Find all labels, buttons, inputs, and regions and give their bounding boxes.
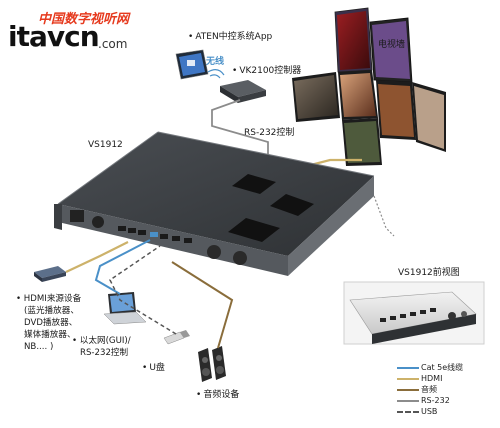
legend-swatch — [397, 411, 419, 413]
logo-tagline: 中国数字视听网 — [38, 12, 130, 27]
laptop-icon — [103, 292, 147, 325]
audio-line — [171, 261, 234, 349]
usb-drive-label: U盘 — [142, 363, 165, 374]
speaker-icon — [198, 346, 226, 382]
cat5e-line — [94, 239, 151, 295]
legend-label: RS-232 — [421, 396, 450, 405]
rs232-rack-line — [373, 195, 395, 237]
hdmi-source-line-4: 媒体播放器、 — [24, 330, 76, 340]
logo-suffix: .com — [98, 37, 128, 51]
legend-swatch — [397, 400, 419, 402]
tablet-icon — [175, 49, 209, 80]
vs1912-chassis — [54, 131, 375, 276]
hdmi-source-line-2: (蓝光播放器、 — [24, 306, 79, 316]
hdmi-input-line — [65, 241, 129, 273]
ethernet-label: • 以太网(GUI)/ RS-232控制 — [72, 335, 131, 359]
legend-item-hdmi: HDMI — [397, 373, 497, 384]
legend-label: 音频 — [421, 385, 437, 394]
video-wall-label: 电视墙 — [378, 40, 406, 50]
legend-item-usb: USB — [397, 406, 497, 417]
hdmi-source-label: • HDMI来源设备 (蓝光播放器、 DVD播放器、 媒体播放器、 NB....… — [16, 293, 81, 353]
app-label: ATEN中控系统App — [188, 32, 272, 43]
logo-wordmark: itavcn — [8, 20, 100, 53]
rs232-control-label: RS-232控制 — [244, 128, 295, 138]
legend-item-audio: 音频 — [397, 384, 497, 395]
legend-swatch — [397, 367, 419, 369]
ethernet-line-1: • 以太网(GUI)/ — [72, 336, 131, 346]
front-view-inset — [343, 281, 485, 345]
legend-swatch — [397, 378, 419, 380]
legend-swatch — [397, 389, 419, 391]
front-view-label: VS1912前视图 — [398, 268, 460, 278]
controller-device — [220, 80, 266, 103]
legend-item-cat5e: Cat 5e线缆 — [397, 362, 497, 373]
hdmi-source-device — [34, 266, 66, 282]
legend-item-rs232: RS-232 — [397, 395, 497, 406]
device-label: VS1912 — [88, 140, 123, 150]
video-wall — [292, 7, 446, 166]
usb-drive-icon — [163, 330, 190, 345]
wireless-label: 无线 — [206, 57, 225, 67]
legend-label: USB — [421, 407, 438, 416]
legend-label: HDMI — [421, 374, 443, 383]
ethernet-line-2: RS-232控制 — [80, 348, 129, 358]
wireless-icon — [207, 69, 225, 79]
controller-label: VK2100控制器 — [232, 66, 301, 77]
audio-device-label: 音频设备 — [196, 390, 239, 401]
hdmi-source-line-3: DVD播放器、 — [24, 318, 78, 328]
legend-label: Cat 5e线缆 — [421, 363, 464, 372]
hdmi-source-line-5: NB.... ) — [24, 342, 54, 352]
hdmi-source-line-1: • HDMI来源设备 — [16, 294, 82, 304]
